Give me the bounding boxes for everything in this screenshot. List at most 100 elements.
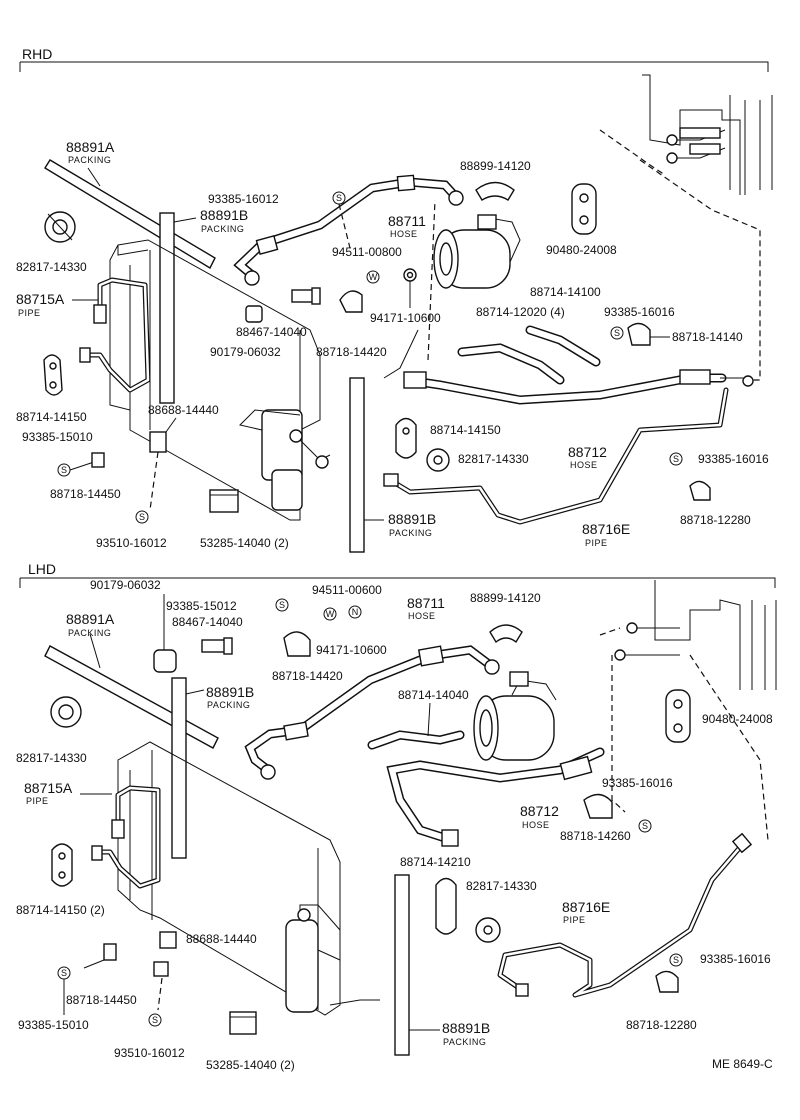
- lhd-symbol-n: N: [348, 605, 362, 619]
- lhd-label-93385-15012: 93385-15012: [166, 599, 237, 613]
- rhd-evaporator-housing: [642, 74, 773, 195]
- lhd-pipe-88715a: [91, 785, 161, 889]
- rhd-label-88718-14420: 88718-14420: [316, 345, 387, 359]
- lhd-label-90179: 90179-06032: [90, 578, 161, 592]
- rhd-label-93510: 93510-16012: [96, 536, 167, 550]
- svg-text:S: S: [61, 968, 67, 978]
- rhd-label-93385-15010: 93385-15010: [22, 430, 93, 444]
- lhd-label-93385-16016-a: 93385-16016: [602, 776, 673, 790]
- rhd-label-88891b-top-name: PACKING: [201, 224, 244, 234]
- lhd-packing-88891b-bot: [394, 874, 440, 1056]
- lhd-label-88891a-name: PACKING: [68, 628, 111, 638]
- lhd-label-88891a: 88891A: [66, 611, 115, 627]
- lhd-packing-88891a: [44, 633, 219, 749]
- rhd-label-88711: 88711: [388, 213, 426, 229]
- lhd-label-88714-14040: 88714-14040: [398, 688, 469, 702]
- lhd-label-88715a: 88715A: [24, 780, 73, 796]
- lhd-label-94171: 94171-10600: [316, 643, 387, 657]
- rhd-cushion-53285: [209, 489, 239, 513]
- rhd-label-88714-14150-left: 88714-14150: [16, 410, 87, 424]
- svg-text:S: S: [152, 1015, 158, 1025]
- lhd-label-88718-12280: 88718-12280: [626, 1018, 697, 1032]
- lhd-clamp-88718-14260: [583, 793, 613, 819]
- rhd-section: RHD 88891A PACKING 88891B PACKING: [16, 46, 773, 553]
- rhd-clamp-88718-14420: [339, 290, 363, 313]
- lhd-section-title: LHD: [28, 561, 56, 577]
- lhd-label-88712-name: HOSE: [522, 820, 550, 830]
- lhd-label-82817-mid: 82817-14330: [466, 879, 537, 893]
- lhd-label-88891b-bot-name: PACKING: [443, 1037, 486, 1047]
- rhd-label-88688: 88688-14440: [148, 403, 219, 417]
- rhd-symbol-s-16016-a: S: [610, 326, 624, 340]
- lhd-bolt-88718-14450: [103, 943, 117, 961]
- lhd-evaporator-housing: [614, 580, 777, 690]
- rhd-label-88891b-top: 88891B: [200, 207, 248, 223]
- lhd-label-88718-14260: 88718-14260: [560, 829, 631, 843]
- rhd-symbol-s-left: S: [57, 463, 71, 477]
- lhd-label-88714-14150: 88714-14150 (2): [16, 903, 105, 917]
- rhd-cover-88714-14100: [457, 343, 565, 385]
- rhd-nut-90179: [245, 305, 263, 323]
- lhd-label-88714-14210: 88714-14210: [400, 855, 471, 869]
- rhd-packing-88891b-top: [159, 212, 197, 404]
- lhd-clamp-88718-12280: [655, 970, 679, 993]
- rhd-fitting-88899: [475, 181, 515, 201]
- rhd-label-93385-16012: 93385-16012: [208, 192, 279, 206]
- svg-text:S: S: [642, 821, 648, 831]
- rhd-label-88715a: 88715A: [16, 291, 65, 307]
- lhd-compressor: [473, 671, 557, 761]
- svg-text:W: W: [326, 609, 335, 619]
- lhd-label-88711: 88711: [407, 595, 445, 611]
- rhd-label-82817: 82817-14330: [16, 260, 87, 274]
- rhd-pipe-88715a: [79, 277, 151, 393]
- lhd-packing-88891b-top: [171, 677, 205, 859]
- rhd-clamp-88718-14140: [627, 322, 651, 346]
- rhd-hose-88711: [233, 174, 464, 286]
- lhd-label-88467: 88467-14040: [172, 615, 243, 629]
- lhd-label-93385-15010: 93385-15010: [18, 1018, 89, 1032]
- lhd-label-82817-left: 82817-14330: [16, 751, 87, 765]
- rhd-grommet-82817-mid: [426, 448, 450, 472]
- svg-text:S: S: [614, 328, 620, 338]
- rhd-label-94511: 94511-00800: [332, 245, 402, 259]
- lhd-nut-90179: [153, 649, 177, 673]
- lhd-label-88899: 88899-14120: [470, 591, 541, 605]
- rhd-label-90480: 90480-24008: [546, 243, 617, 257]
- rhd-label-93385-16016-a: 93385-16016: [604, 305, 675, 319]
- lhd-bracket-88688: [153, 931, 177, 977]
- lhd-label-88716e-name: PIPE: [563, 915, 586, 925]
- lhd-switch-88467: [201, 637, 233, 655]
- lhd-label-93385-16016-b: 93385-16016: [700, 952, 771, 966]
- rhd-label-88718-14450: 88718-14450: [50, 487, 121, 501]
- lhd-label-88711-name: HOSE: [408, 611, 436, 621]
- rhd-cover-88714-12020: [525, 325, 601, 367]
- rhd-symbol-s-93510: S: [135, 510, 149, 524]
- lhd-symbol-s-16016-a: S: [638, 819, 652, 833]
- lhd-receiver-drier: [285, 904, 341, 1013]
- lhd-symbol-w: W: [323, 607, 337, 621]
- lhd-cushion-53285: [229, 1011, 257, 1035]
- rhd-section-title: RHD: [22, 46, 52, 62]
- lhd-label-94511: 94511-00600: [312, 583, 382, 597]
- rhd-bolt-88718-14450: [91, 452, 105, 468]
- lhd-label-88715a-name: PIPE: [26, 796, 49, 806]
- rhd-symbol-s-93385-16012: S: [332, 191, 346, 205]
- rhd-condenser: [109, 239, 321, 521]
- svg-text:S: S: [673, 955, 679, 965]
- rhd-label-88716e-name: PIPE: [585, 538, 608, 548]
- lhd-label-88891b-top-name: PACKING: [207, 700, 250, 710]
- rhd-label-93385-16016-b: 93385-16016: [698, 452, 769, 466]
- rhd-pipe-88716e: [383, 387, 729, 525]
- rhd-frame-line: [20, 61, 769, 72]
- rhd-compressor: [433, 214, 521, 289]
- rhd-label-90179: 90179-06032: [210, 345, 281, 359]
- rhd-symbol-w: W: [366, 270, 380, 284]
- rhd-label-88714-14100: 88714-14100: [530, 285, 601, 299]
- lhd-grommet-82817-mid: [475, 917, 501, 943]
- rhd-symbol-s-16016-b: S: [669, 452, 683, 466]
- rhd-clamp-88718-12280: [689, 480, 711, 501]
- lhd-label-90480: 90480-24008: [702, 712, 773, 726]
- lhd-label-88688: 88688-14440: [186, 932, 257, 946]
- rhd-label-88718-14140: 88718-14140: [672, 330, 743, 344]
- lhd-label-88718-14420: 88718-14420: [272, 669, 343, 683]
